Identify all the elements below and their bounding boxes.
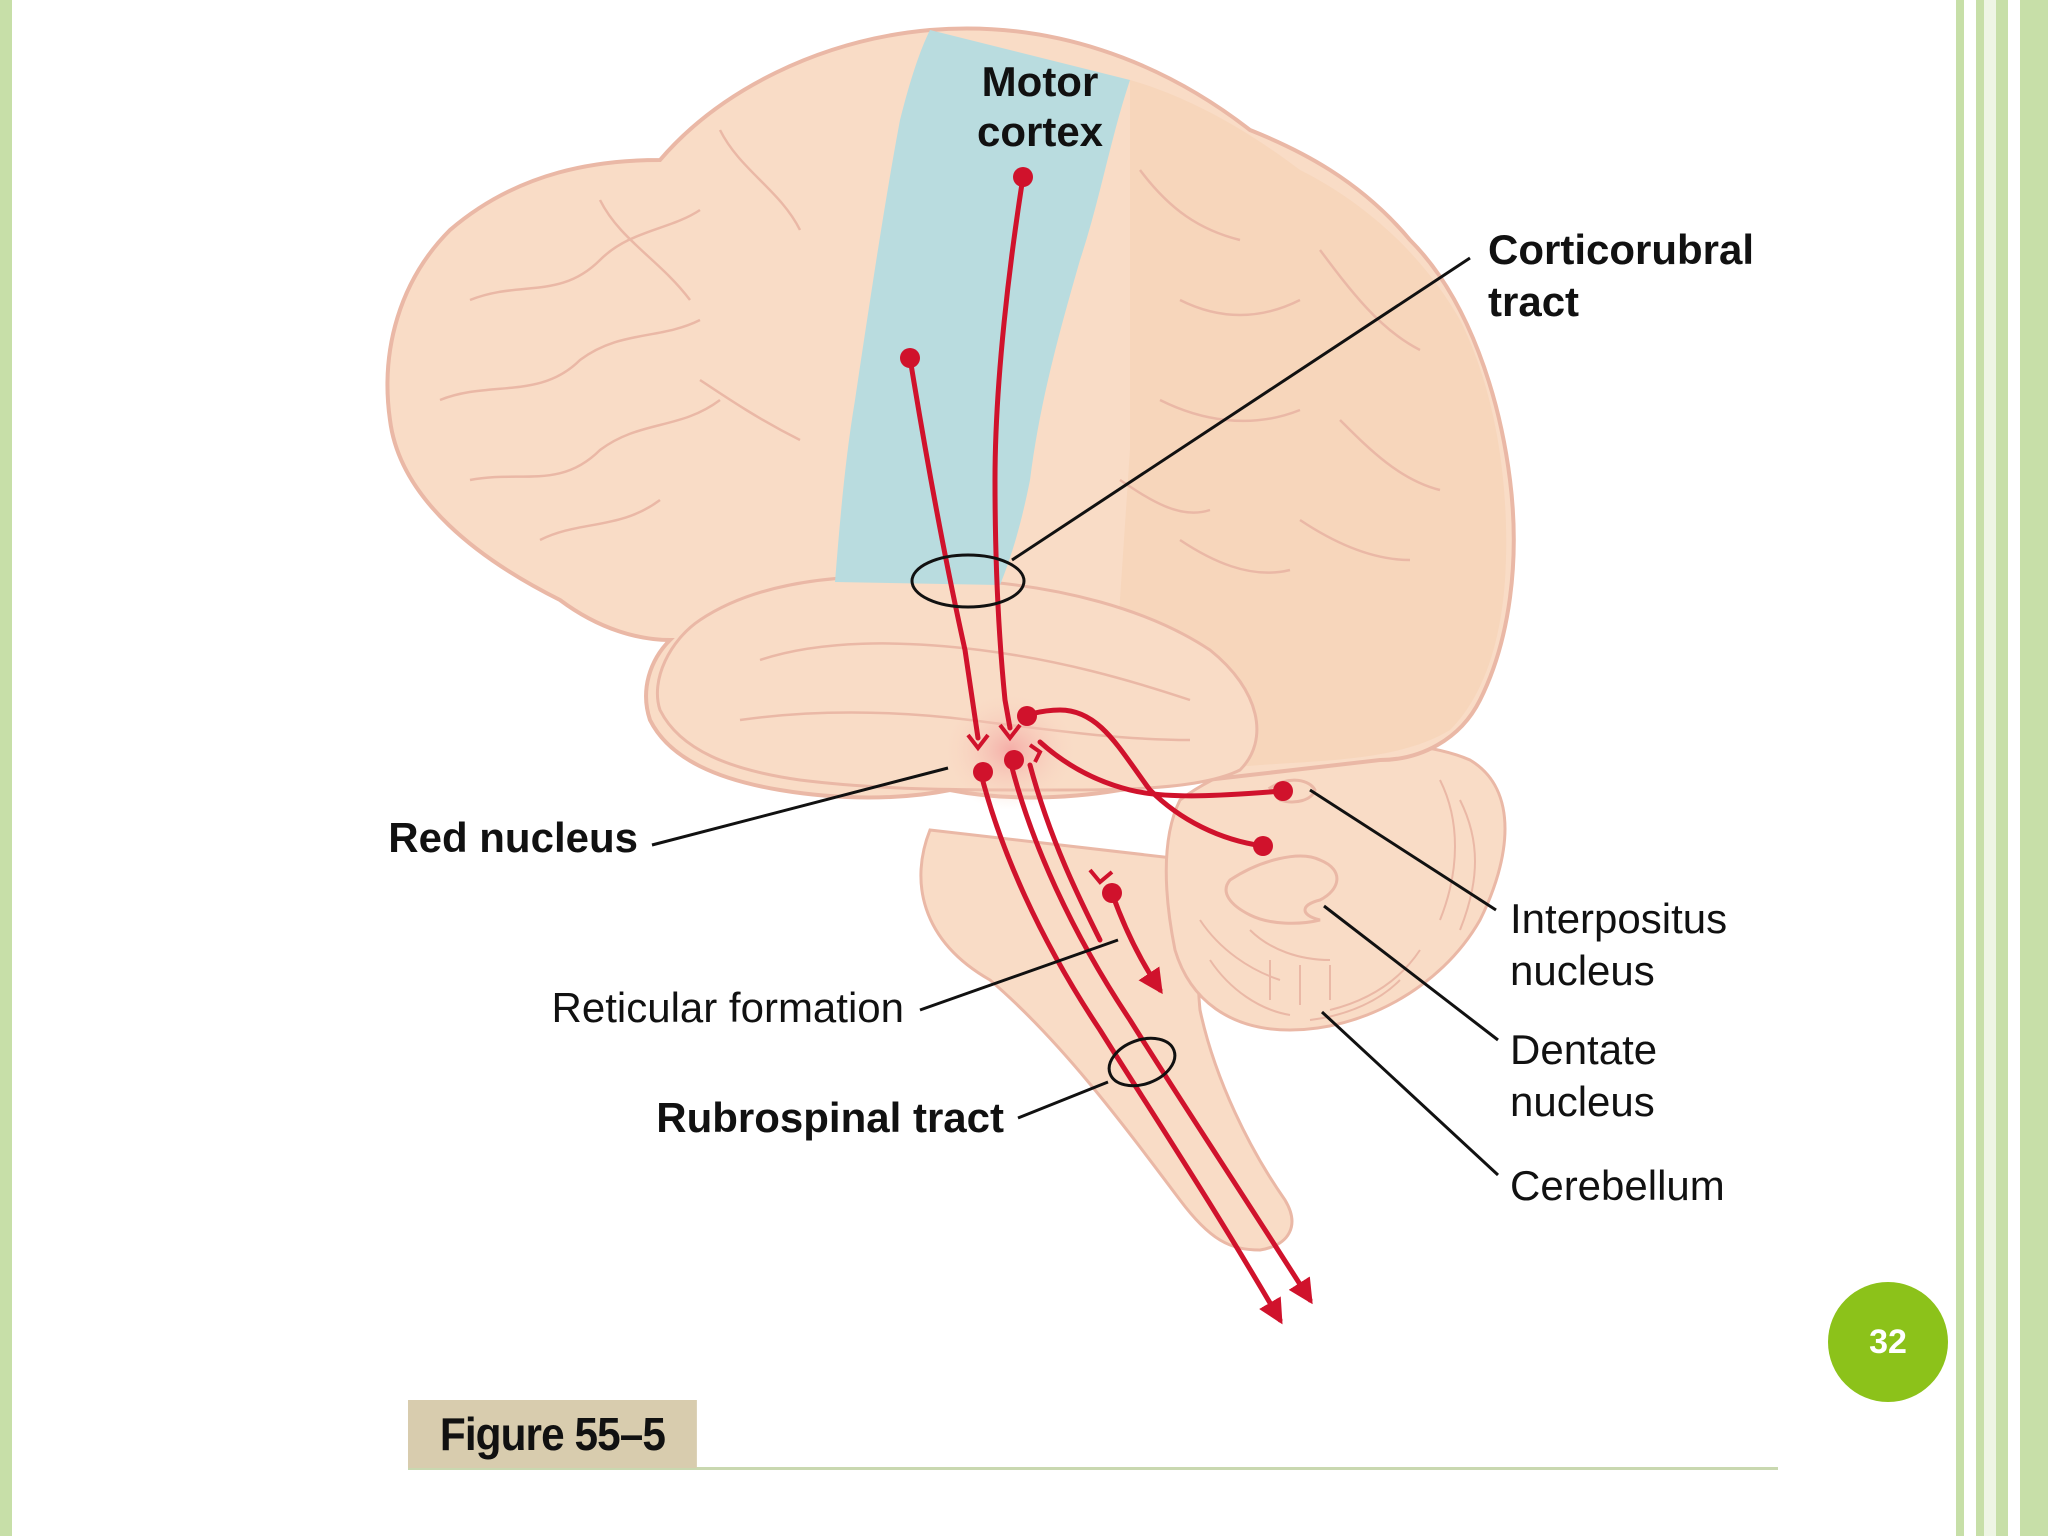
tract-endpoints <box>900 167 1293 903</box>
motor-cortex-region <box>835 30 1130 585</box>
label-interpositus-1: Interpositus <box>1510 895 1727 942</box>
neural-tracts <box>907 174 1313 1325</box>
label-rubrospinal-tract: Rubrospinal tract <box>656 1094 1004 1141</box>
rubrospinal-fiber-2 <box>1007 757 1313 1305</box>
label-dentate-2: nucleus <box>1510 1078 1655 1125</box>
label-motor-cortex-2: cortex <box>977 108 1104 155</box>
label-cerebellum: Cerebellum <box>1510 1162 1725 1209</box>
label-interpositus-2: nucleus <box>1510 947 1655 994</box>
dentate-nucleus-shape <box>1224 854 1339 925</box>
figure-caption: Figure 55–5 <box>408 1400 697 1468</box>
leader-lines <box>651 256 1500 1177</box>
interpositus-fiber <box>1037 739 1286 799</box>
rubrospinal-oval <box>1107 1036 1177 1088</box>
synapse-markers <box>966 723 1114 885</box>
label-motor-cortex-1: Motor <box>982 58 1099 105</box>
dentate-fiber <box>1022 707 1266 849</box>
cerebellum-folia <box>1199 779 1476 1021</box>
caption-divider <box>408 1467 1778 1470</box>
label-dentate-1: Dentate <box>1510 1026 1657 1073</box>
page-number-badge: 32 <box>1828 1282 1948 1402</box>
label-red-nucleus: Red nucleus <box>388 814 638 861</box>
rubrospinal-fiber-1 <box>977 767 1283 1325</box>
corticorubral-fiber-2 <box>907 355 981 741</box>
corticorubral-fiber-1 <box>992 174 1026 731</box>
reticulospinal-fiber <box>1109 890 1163 995</box>
label-reticular-formation: Reticular formation <box>552 984 904 1031</box>
label-corticorubral-1: Corticorubral <box>1488 226 1754 273</box>
reticular-fiber <box>1027 762 1103 943</box>
corticorubral-oval <box>910 553 1026 609</box>
slide-frame-right <box>1956 0 2048 1536</box>
slide-frame-left <box>0 0 26 1536</box>
label-corticorubral-2: tract <box>1488 278 1579 325</box>
parietal-region <box>1110 80 1507 769</box>
